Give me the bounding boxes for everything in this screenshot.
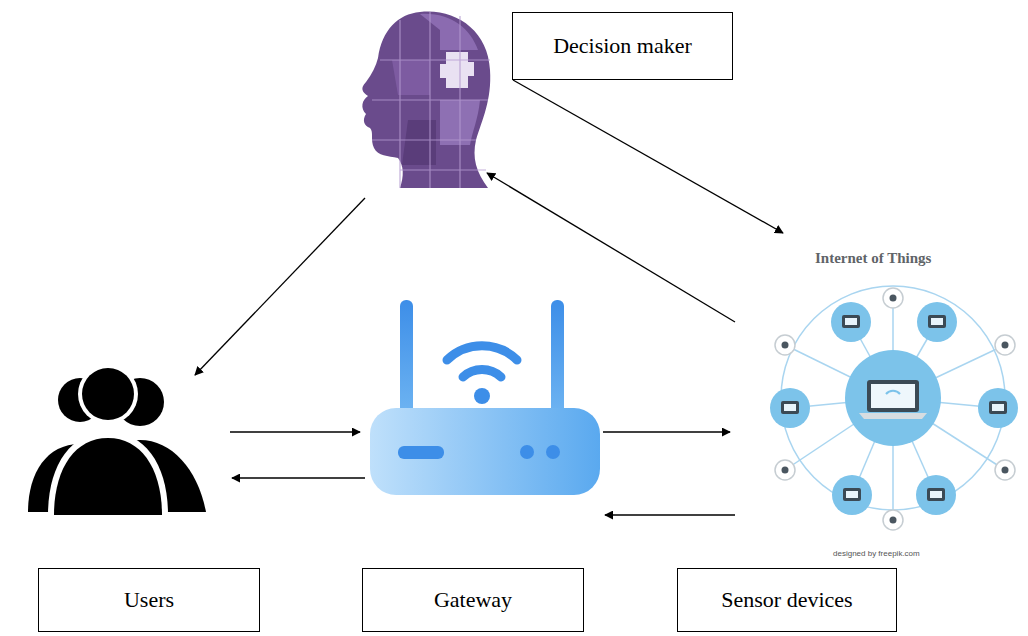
arrow-connector [195,198,365,375]
credit-note: designed by freepik.com [833,549,920,558]
arrow-connector [487,173,735,322]
node-region: Gateway [362,295,604,632]
label-box: Users [38,568,260,632]
label-box: Sensor devices [677,568,897,632]
arrow-connector [232,477,365,478]
node-label: Sensor devices [721,587,852,613]
illustration-title: Internet of Things [815,250,931,267]
node-region: Sensor devices [677,250,1023,632]
node-label: Users [124,587,174,613]
users-icon [22,364,206,515]
node-label: Gateway [434,587,512,613]
label-box: Decision maker [512,12,733,80]
node-region: Decision maker [360,8,738,198]
iot-illustration [770,286,1018,530]
arrow-connector [605,514,735,515]
router-icon [370,300,600,495]
arrow-connector [603,431,730,432]
node-region: Users [15,370,260,632]
arrow-connector [513,80,783,233]
arrow-connector [230,431,360,432]
head-silhouette [362,12,490,188]
label-box: Gateway [362,568,584,632]
node-label: Decision maker [553,33,692,59]
